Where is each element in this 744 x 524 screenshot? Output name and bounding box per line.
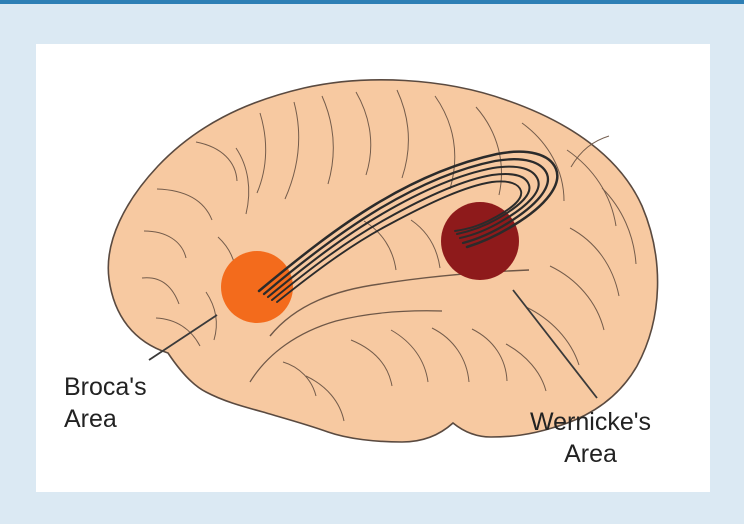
wernicke-area-label: Wernicke's Area <box>530 406 651 470</box>
diagram-panel: Broca's Area Wernicke's Area <box>36 44 710 492</box>
broca-label-line-1: Broca's <box>64 371 147 403</box>
wernicke-label-line-1: Wernicke's <box>530 406 651 438</box>
wernicke-label-line-2: Area <box>530 438 651 470</box>
brain-icon <box>108 80 657 442</box>
broca-area-region <box>221 251 293 323</box>
broca-area-label: Broca's Area <box>64 371 147 435</box>
broca-label-line-2: Area <box>64 403 147 435</box>
